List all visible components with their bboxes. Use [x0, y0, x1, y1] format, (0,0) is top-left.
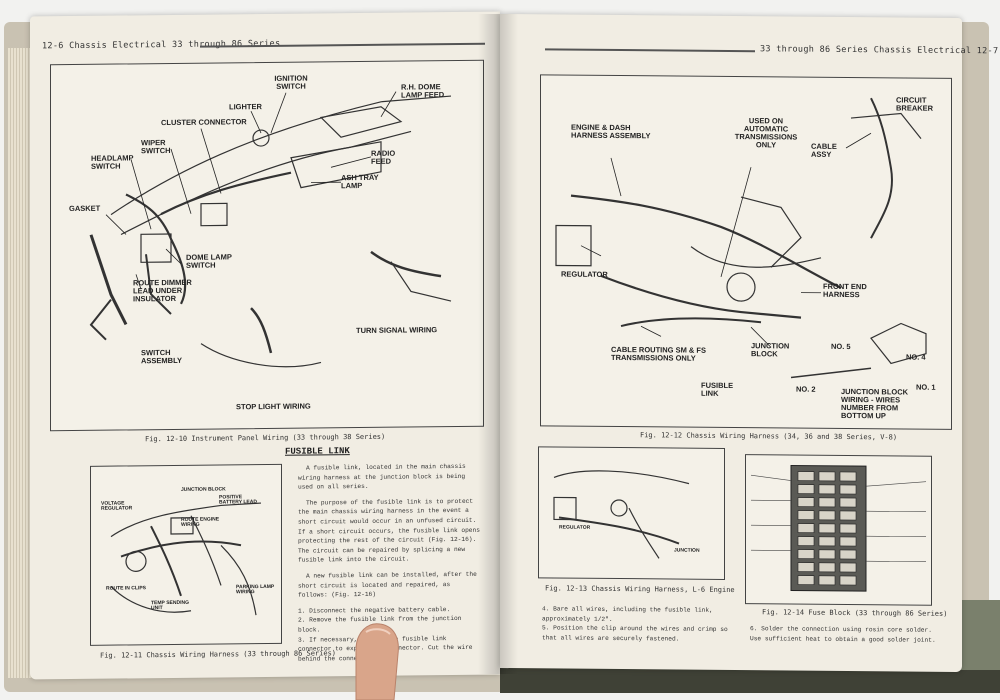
figure-12-10: IGNITION SWITCH LIGHTER CLUSTER CONNECTO… [50, 60, 484, 432]
section-heading-fusible-link: FUSIBLE LINK [285, 446, 350, 457]
callout-ash-tray-lamp: ASH TRAY LAMP [341, 174, 393, 190]
book-gutter [478, 14, 518, 674]
fuse-slot [840, 485, 856, 494]
callout-used-on-automatic: USED ON AUTOMATIC TRANSMISSIONS ONLY [731, 117, 801, 149]
callout-cable-assy: CABLE ASSY [811, 143, 846, 159]
callout-ignition-switch: IGNITION SWITCH [266, 74, 316, 90]
steps-right: 6. Solder the connection using rosin cor… [750, 624, 940, 645]
fuse-slot [819, 511, 835, 520]
callout-route-engine-wiring: ROUTE ENGINE WIRING [181, 517, 221, 528]
callout-turn-signal-wiring: TURN SIGNAL WIRING [356, 326, 437, 335]
right-page: 33 through 86 Series Chassis Electrical … [500, 14, 962, 672]
fuse-slot [798, 550, 814, 559]
running-head-rule [545, 48, 755, 52]
figure-12-11: JUNCTION BLOCK POSITIVE BATTERY LEAD VOL… [90, 464, 282, 646]
callout-stop-light-wiring: STOP LIGHT WIRING [236, 403, 311, 412]
fuse-slot [840, 576, 856, 585]
list-item: 5. Position the clip around the wires an… [542, 624, 732, 645]
callout-regulator: REGULATOR [561, 271, 608, 279]
thumb [338, 620, 418, 700]
fuse-slot [819, 537, 835, 546]
fuse-slot [819, 498, 835, 507]
callout-regulator-13: REGULATOR [559, 525, 590, 531]
fuse-slot [798, 576, 814, 585]
fuse-slot [798, 472, 814, 481]
callout-parking-lamp-wiring: PARKING LAMP WIRING [236, 585, 276, 596]
fuse-slot [819, 563, 835, 572]
callout-lighter: LIGHTER [229, 103, 262, 111]
steps-left: 4. Bare all wires, including the fusible… [542, 604, 732, 644]
callout-rh-dome-lamp-feed: R.H. DOME LAMP FEED [401, 83, 456, 99]
callout-dome-lamp-switch: DOME LAMP SWITCH [186, 253, 238, 269]
callout-positive-battery-lead: POSITIVE BATTERY LEAD [219, 495, 264, 506]
figure-12-12: ENGINE & DASH HARNESS ASSEMBLY USED ON A… [540, 74, 952, 430]
instrument-panel-wiring-drawing [51, 61, 483, 431]
fuse-slot [840, 563, 856, 572]
fuse-slot [798, 511, 814, 520]
fuse-slot [819, 524, 835, 533]
callout-voltage-regulator: VOLTAGE REGULATOR [101, 501, 136, 512]
fuse-slot [798, 524, 814, 533]
callout-cable-routing: CABLE ROUTING SM & FS TRANSMISSIONS ONLY [611, 346, 711, 363]
fuse-slot [798, 485, 814, 494]
fuse-block-drawing [746, 455, 931, 605]
fuse-slot [819, 485, 835, 494]
callout-junction-block-11: JUNCTION BLOCK [181, 487, 226, 493]
fuse-slot [840, 524, 856, 533]
callout-junction-block-wiring: JUNCTION BLOCK WIRING - WIRES NUMBER FRO… [841, 388, 931, 420]
fuse-slot [840, 498, 856, 507]
callout-front-end-harness: FRONT END HARNESS [823, 283, 873, 299]
fuse-slot [819, 472, 835, 481]
paragraph: A new fusible link can be installed, aft… [298, 570, 480, 601]
fuse-slot [819, 576, 835, 585]
fuse-slot [840, 537, 856, 546]
callout-gasket: GASKET [69, 205, 100, 213]
caption-fig-12-14: Fig. 12-14 Fuse Block (33 through 86 Ser… [762, 608, 947, 618]
fuse-slot [819, 550, 835, 559]
callout-headlamp-switch: HEADLAMP SWITCH [91, 154, 133, 170]
list-item: 6. Solder the connection using rosin cor… [750, 624, 940, 645]
caption-fig-12-12: Fig. 12-12 Chassis Wiring Harness (34, 3… [640, 431, 897, 441]
paragraph: The purpose of the fusible link is to pr… [298, 497, 480, 566]
fuse-slot [840, 550, 856, 559]
callout-no4: NO. 4 [906, 354, 926, 362]
left-page: 12-6 Chassis Electrical 33 through 86 Se… [30, 12, 500, 680]
callout-circuit-breaker: CIRCUIT BREAKER [896, 96, 941, 112]
figure-12-13: REGULATOR JUNCTION [538, 446, 725, 580]
callout-route-dimmer-lead: ROUTE DIMMER LEAD UNDER INSULATOR [133, 279, 193, 303]
figure-12-14 [745, 454, 932, 606]
callout-engine-dash-harness: ENGINE & DASH HARNESS ASSEMBLY [571, 124, 651, 140]
fuse-slot [798, 498, 814, 507]
callout-route-in-clips: ROUTE IN CLIPS [106, 586, 146, 592]
callout-wiper-switch: WIPER SWITCH [141, 139, 181, 155]
fuse-slot [840, 472, 856, 481]
fuse-slot [840, 511, 856, 520]
callout-junction-13: JUNCTION [674, 549, 700, 554]
callout-fusible-link: FUSIBLE LINK [701, 382, 741, 398]
callout-switch-assembly: SWITCH ASSEMBLY [141, 349, 181, 365]
list-item: 4. Bare all wires, including the fusible… [542, 604, 732, 625]
callout-radio-feed: RADIO FEED [371, 149, 411, 165]
caption-fig-12-10: Fig. 12-10 Instrument Panel Wiring (33 t… [145, 433, 385, 444]
chassis-wiring-harness-l6-drawing [539, 447, 724, 579]
running-head: 33 through 86 Series Chassis Electrical … [760, 44, 998, 56]
caption-fig-12-13: Fig. 12-13 Chassis Wiring Harness, L-6 E… [545, 584, 735, 594]
paragraph: A fusible link, located in the main chas… [298, 462, 480, 493]
callout-cluster-connector: CLUSTER CONNECTOR [161, 118, 247, 127]
fuse-slot [798, 537, 814, 546]
fuse-slot [798, 563, 814, 572]
callout-temp-sending-unit: TEMP SENDING UNIT [151, 601, 191, 612]
callout-no2: NO. 2 [796, 386, 816, 394]
callout-junction-block: JUNCTION BLOCK [751, 342, 801, 358]
callout-no5: NO. 5 [831, 343, 851, 351]
